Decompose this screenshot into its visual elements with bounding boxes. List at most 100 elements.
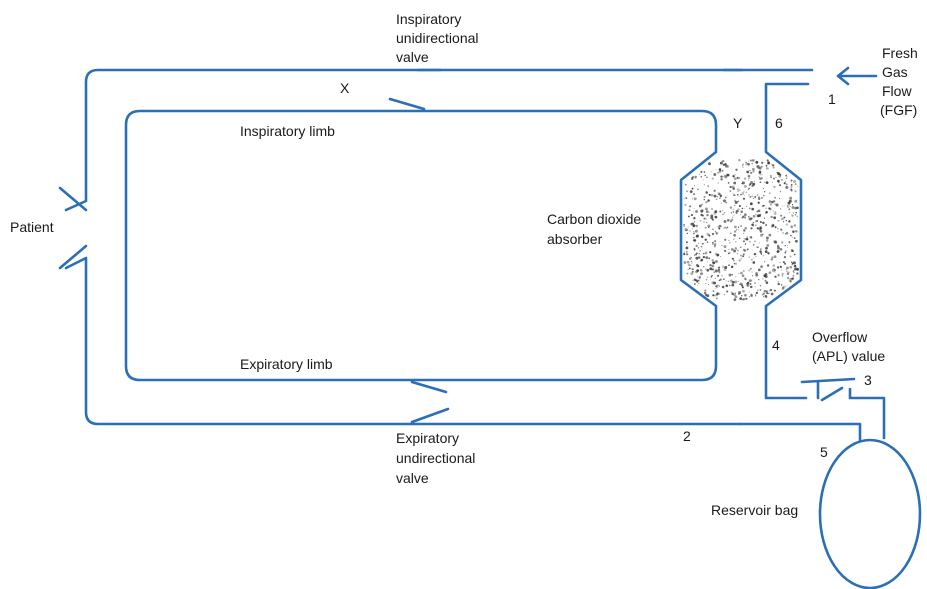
absorbent-granule bbox=[793, 224, 797, 227]
absorbent-granule bbox=[703, 184, 705, 186]
absorbent-granule bbox=[706, 261, 708, 263]
absorbent-granule bbox=[772, 185, 774, 187]
absorbent-granule bbox=[738, 189, 741, 192]
absorbent-granule bbox=[793, 237, 796, 239]
absorbent-granule bbox=[745, 164, 747, 166]
absorbent-granule bbox=[753, 225, 754, 227]
absorbent-granule bbox=[749, 202, 753, 206]
absorbent-granule bbox=[715, 169, 717, 170]
absorbent-granule bbox=[757, 197, 761, 201]
point-y-label: Y bbox=[733, 115, 743, 131]
absorbent-granule bbox=[719, 210, 722, 213]
absorbent-granule bbox=[730, 248, 734, 251]
absorbent-granule bbox=[793, 271, 795, 274]
absorbent-granule bbox=[747, 174, 751, 178]
absorbent-granule bbox=[705, 256, 708, 259]
absorbent-granule bbox=[752, 160, 754, 162]
absorbent-granule bbox=[768, 207, 771, 210]
absorbent-granule bbox=[738, 196, 740, 197]
patient-y-piece bbox=[58, 186, 88, 270]
absorbent-granule bbox=[752, 221, 755, 224]
absorbent-granule bbox=[689, 230, 691, 232]
absorbent-granule bbox=[711, 268, 714, 271]
absorbent-granule bbox=[733, 260, 735, 262]
absorbent-granule bbox=[720, 225, 722, 227]
absorbent-granule bbox=[790, 179, 793, 182]
absorbent-granule bbox=[704, 293, 708, 297]
absorbent-granule bbox=[779, 265, 783, 268]
absorbent-granule bbox=[683, 223, 685, 226]
absorbent-granule bbox=[784, 180, 786, 182]
absorbent-granule bbox=[688, 209, 691, 212]
absorbent-granule bbox=[790, 277, 794, 280]
absorbent-granule bbox=[693, 184, 696, 186]
absorbent-granule bbox=[795, 211, 797, 214]
absorbent-granule bbox=[746, 284, 748, 287]
absorbent-granule bbox=[785, 223, 788, 226]
absorbent-granule bbox=[738, 280, 740, 282]
absorbent-granule bbox=[735, 229, 738, 231]
absorbent-granule bbox=[766, 292, 769, 295]
absorbent-granule bbox=[743, 191, 745, 193]
absorbent-granule bbox=[777, 282, 780, 286]
absorbent-granule bbox=[771, 181, 773, 183]
absorbent-granule bbox=[794, 199, 798, 203]
absorbent-granule bbox=[766, 162, 769, 165]
absorbent-granule bbox=[714, 277, 716, 279]
absorbent-granule bbox=[698, 204, 702, 208]
absorbent-granule bbox=[764, 275, 768, 279]
absorbent-granule bbox=[743, 207, 745, 209]
absorbent-granule bbox=[780, 269, 783, 271]
absorbent-granule bbox=[743, 240, 745, 243]
absorbent-granule bbox=[760, 265, 763, 268]
absorbent-granule bbox=[695, 263, 699, 267]
absorbent-granule bbox=[742, 232, 745, 235]
absorbent-granule bbox=[695, 224, 698, 228]
absorbent-granule bbox=[777, 220, 779, 222]
absorbent-granule bbox=[743, 194, 745, 196]
absorbent-granule bbox=[796, 267, 799, 271]
absorbent-granule bbox=[790, 225, 793, 228]
absorbent-granule bbox=[692, 224, 696, 228]
absorbent-granule bbox=[721, 160, 723, 162]
absorbent-granule bbox=[736, 193, 739, 196]
absorbent-granule bbox=[708, 162, 711, 166]
absorbent-granule bbox=[732, 216, 734, 218]
absorbent-granule bbox=[751, 195, 754, 198]
absorbent-granule bbox=[789, 280, 792, 283]
absorbent-granule bbox=[734, 204, 736, 207]
absorbent-granule bbox=[760, 233, 763, 237]
absorbent-granule bbox=[788, 199, 792, 203]
absorbent-granule bbox=[735, 211, 738, 214]
absorbent-granule bbox=[785, 269, 787, 270]
absorbent-granule bbox=[776, 244, 780, 248]
absorbent-granule bbox=[691, 176, 694, 180]
absorbent-granule bbox=[752, 243, 755, 246]
absorbent-granule bbox=[776, 250, 780, 253]
absorbent-granule bbox=[704, 226, 707, 229]
absorbent-granule bbox=[712, 290, 715, 292]
absorbent-granule bbox=[761, 293, 764, 296]
absorbent-granule bbox=[789, 206, 791, 207]
absorbent-granule bbox=[780, 214, 783, 217]
absorbent-granule bbox=[759, 221, 762, 223]
absorbent-granule bbox=[781, 272, 784, 276]
absorbent-granule bbox=[756, 227, 759, 230]
absorbent-granule bbox=[778, 219, 780, 222]
absorbent-granule bbox=[711, 268, 715, 271]
absorbent-granule bbox=[759, 248, 762, 251]
absorbent-granule bbox=[776, 171, 778, 174]
absorbent-granule bbox=[750, 171, 753, 175]
absorbent-granule bbox=[796, 272, 799, 275]
absorbent-granule bbox=[767, 252, 770, 255]
absorbent-granule bbox=[791, 204, 794, 206]
absorbent-granule bbox=[758, 176, 760, 178]
absorbent-granule bbox=[723, 227, 726, 229]
absorbent-granule bbox=[752, 182, 756, 186]
absorbent-granule bbox=[704, 238, 707, 241]
absorbent-granule bbox=[721, 169, 724, 172]
absorbent-granule bbox=[715, 232, 718, 235]
absorbent-granule bbox=[694, 253, 698, 256]
absorbent-granule bbox=[744, 293, 747, 297]
absorbent-granule bbox=[748, 279, 752, 283]
